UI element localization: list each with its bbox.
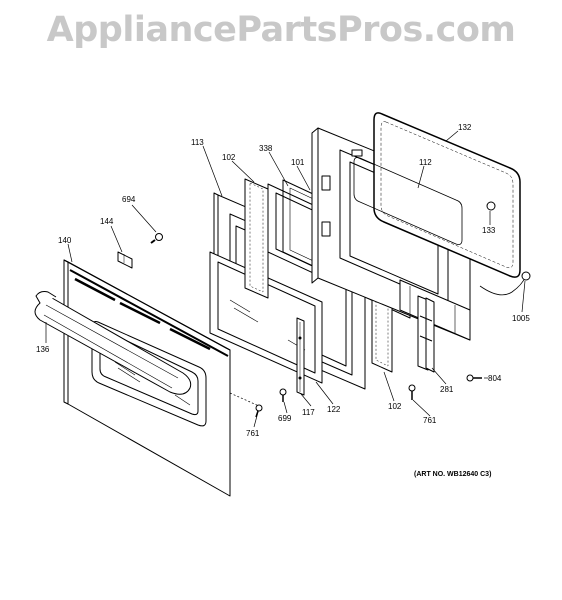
screw-761-left [255, 404, 263, 418]
callout-140: 140 [58, 236, 72, 245]
callout-102-right: 102 [388, 402, 402, 411]
callout-761-left: 761 [246, 429, 260, 438]
callout-761-right: 761 [423, 416, 437, 425]
callout-102-left: 102 [222, 153, 236, 162]
door-seal-132 [373, 112, 521, 278]
glass-channel-117 [296, 317, 305, 396]
callout-112: 112 [419, 158, 432, 167]
callout-694: 694 [122, 195, 136, 204]
leader-lines [45, 130, 526, 428]
screw-804 [466, 374, 482, 382]
callout-804: 804 [488, 374, 502, 383]
wire-1005 [479, 271, 531, 296]
door-handle [34, 291, 192, 395]
screw-694 [150, 233, 163, 244]
callout-1005: 1005 [512, 314, 530, 323]
screw-761-right [408, 384, 416, 400]
insulation-102-left [244, 178, 269, 299]
callout-136: 136 [36, 345, 50, 354]
screw-699 [279, 388, 287, 402]
hinge-281 [417, 295, 435, 373]
door-gasket-112 [353, 157, 463, 245]
callout-133: 133 [482, 226, 496, 235]
watermark: AppliancePartsPros.com [46, 10, 516, 50]
callout-122: 122 [327, 405, 341, 414]
grommet-133 [486, 201, 496, 211]
inner-glass-panel [209, 251, 323, 384]
callout-labels: 113 102 338 101 132 112 694 144 140 133 … [36, 123, 530, 438]
callout-699: 699 [278, 414, 292, 423]
callout-338: 338 [259, 144, 273, 153]
callout-117: 117 [302, 408, 315, 417]
callout-132: 132 [458, 123, 472, 132]
callout-101: 101 [291, 158, 305, 167]
art-number-label: (ART NO. WB12640 C3) [414, 471, 492, 478]
bracket-144 [117, 251, 133, 269]
callout-113: 113 [191, 138, 204, 147]
callout-144: 144 [100, 217, 114, 226]
callout-281: 281 [440, 385, 454, 394]
